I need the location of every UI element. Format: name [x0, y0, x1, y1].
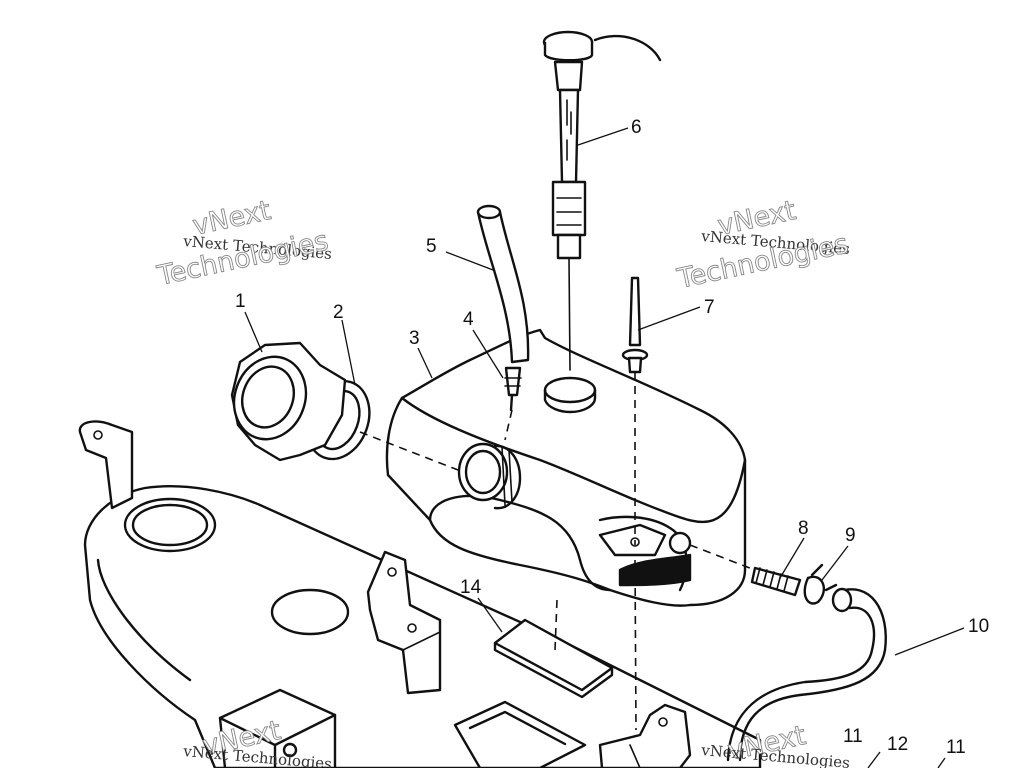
mounting-bolt	[621, 276, 649, 374]
fuel-gauge-sender	[542, 30, 662, 371]
vent-hose	[476, 204, 530, 412]
callout-3: 3	[409, 328, 420, 349]
callout-7: 7	[704, 297, 715, 318]
callout-1: 1	[235, 291, 246, 312]
fuel-line	[726, 587, 887, 762]
callout-11b: 11	[946, 737, 966, 758]
callout-10: 10	[968, 616, 989, 637]
callout-12: 12	[887, 734, 908, 755]
callout-2: 2	[333, 302, 344, 323]
watermark-big-2: Technologies	[154, 225, 331, 292]
callout-6: 6	[631, 117, 642, 138]
callout-11a: 11	[843, 726, 863, 747]
leader-lines	[244, 127, 965, 768]
watermark-top-left: vNext vNext Technologies Technologies	[154, 195, 333, 293]
callout-labels: 1 2 3 4 5 6 7 8 9 10 11 12 11 14	[235, 117, 989, 758]
spring	[750, 566, 802, 597]
fuel-cap	[230, 341, 371, 462]
callout-8: 8	[798, 518, 809, 539]
callout-4: 4	[463, 309, 474, 330]
callout-9: 9	[845, 525, 856, 546]
frame-plate	[78, 420, 762, 768]
watermark-bottom-right: vNext vNext Technologies	[700, 720, 851, 768]
callout-5: 5	[426, 236, 437, 257]
hose-clamp	[803, 563, 838, 605]
watermark-top-right: vNext vNext Technologies Technologies	[674, 195, 852, 296]
fuel-tank	[385, 328, 747, 607]
assembly-lines	[359, 372, 756, 731]
callout-14: 14	[460, 577, 482, 598]
tank-pad	[493, 618, 614, 699]
